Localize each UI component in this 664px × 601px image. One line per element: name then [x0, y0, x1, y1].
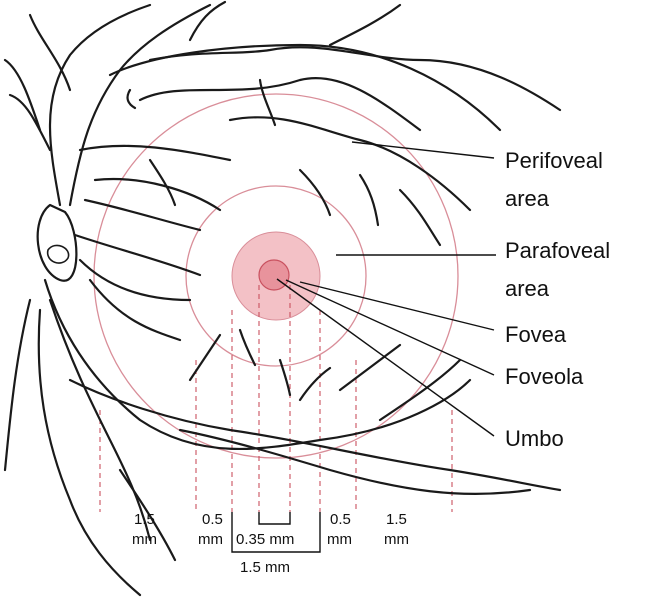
parafoveal-label: Parafoveal	[505, 238, 610, 263]
vessel	[300, 170, 330, 215]
vessel	[5, 300, 30, 470]
dim-right-outer-value: 1.5	[386, 511, 407, 528]
vessel	[300, 368, 330, 400]
labels: Perifoveal area Parafoveal area Fovea Fo…	[505, 148, 610, 451]
vessel	[150, 47, 560, 110]
foveola-disc	[259, 260, 289, 290]
fovea-label: Fovea	[505, 322, 567, 347]
dim-right-inner-value: 0.5	[330, 511, 351, 528]
vessel	[190, 335, 220, 380]
vessel	[90, 280, 180, 340]
vessel	[128, 90, 135, 108]
vessel	[330, 5, 400, 45]
dimension-labels: 1.5 mm 0.5 mm 0.35 mm 0.5 mm 1.5 mm 1.5 …	[132, 511, 409, 576]
vessel	[39, 310, 140, 595]
dim-left-inner-unit: mm	[198, 531, 223, 548]
foveola-bracket	[259, 512, 290, 524]
perifoveal-label-line2: area	[505, 186, 550, 211]
vessel	[80, 146, 230, 160]
dim-left-outer-unit: mm	[132, 531, 157, 548]
vessel	[360, 175, 378, 225]
perifoveal-label: Perifoveal	[505, 148, 603, 173]
vessel	[380, 360, 460, 420]
foveola-label: Foveola	[505, 364, 584, 389]
vessel	[50, 5, 150, 205]
vessel	[70, 380, 560, 490]
fovea-leader	[300, 282, 494, 330]
vessel	[30, 15, 70, 90]
dim-total: 1.5 mm	[240, 559, 290, 576]
umbo-label: Umbo	[505, 426, 564, 451]
vessel	[400, 190, 440, 245]
dim-left-inner-value: 0.5	[202, 511, 223, 528]
dim-right-outer-unit: mm	[384, 531, 409, 548]
vessel	[340, 345, 400, 390]
dim-right-inner-unit: mm	[327, 531, 352, 548]
vessel	[190, 2, 225, 40]
dim-left-outer-value: 1.5	[134, 511, 155, 528]
perifoveal-leader	[352, 142, 494, 158]
vessel	[230, 117, 470, 210]
dim-center: 0.35 mm	[236, 531, 294, 548]
optic-disc-inner	[48, 245, 69, 263]
optic-disc	[38, 205, 77, 281]
vessel	[85, 200, 200, 230]
vessel	[140, 78, 420, 130]
parafoveal-label-line2: area	[505, 276, 550, 301]
